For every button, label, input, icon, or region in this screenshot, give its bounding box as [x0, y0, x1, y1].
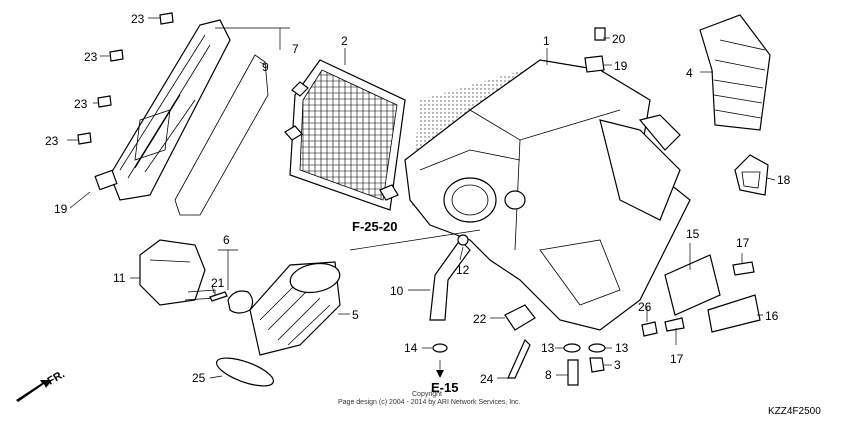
callout-9: 9	[262, 60, 269, 74]
air-cleaner-housing	[404, 59, 691, 331]
copyright-line2: Page design (c) 2004 - 2014 by ARI Netwo…	[338, 399, 521, 406]
element-pad	[664, 254, 721, 316]
cap-3	[589, 357, 605, 373]
copyright-line1: Copyright	[412, 391, 442, 398]
callout-15: 15	[686, 227, 700, 241]
air-filter-element	[284, 59, 406, 211]
callout-26: 26	[638, 300, 652, 314]
callout-17-bottom: 17	[670, 352, 684, 366]
front-arrow	[16, 380, 52, 402]
ref-f2520: F-25-20	[352, 219, 398, 234]
callout-8: 8	[545, 368, 552, 382]
cover-gasket	[174, 54, 269, 216]
plug-8	[567, 359, 579, 386]
pad-17-lower	[664, 317, 685, 332]
ref-e15: E-15	[431, 380, 458, 395]
band-25	[216, 357, 274, 387]
clip-13-right	[588, 343, 606, 353]
bracket	[734, 154, 769, 196]
leader-lines	[67, 17, 776, 379]
pad-16	[707, 294, 761, 333]
bolt-23a	[159, 12, 174, 25]
clamp-6	[227, 290, 254, 314]
diagram-code: KZZ4F2500	[768, 406, 821, 417]
callout-23a: 23	[131, 12, 145, 26]
front-label: FR.	[46, 368, 67, 387]
callout-21: 21	[211, 276, 225, 290]
cap-22	[504, 304, 536, 331]
e15-arrow	[436, 370, 444, 378]
nut-19-top	[584, 55, 605, 73]
callout-14: 14	[404, 341, 418, 355]
screw-21	[209, 291, 228, 302]
callout-6: 6	[223, 233, 230, 247]
callout-23d: 23	[45, 134, 59, 148]
callout-1: 1	[543, 34, 550, 48]
callout-16: 16	[765, 309, 779, 323]
callout-25: 25	[192, 371, 206, 385]
callout-23b: 23	[84, 50, 98, 64]
drain-hose	[429, 239, 471, 321]
connecting-tube	[699, 14, 771, 131]
callout-3: 3	[614, 358, 621, 372]
pad-17-upper	[732, 261, 755, 276]
bolt-23d	[77, 132, 92, 145]
callout-11: 11	[113, 271, 126, 285]
callout-19-top: 19	[614, 59, 628, 73]
resonator	[139, 239, 216, 306]
callout-7: 7	[292, 42, 299, 56]
callout-17-top: 17	[736, 236, 750, 250]
callout-13-right: 13	[615, 341, 629, 355]
callout-2: 2	[341, 34, 348, 48]
callout-22: 22	[473, 312, 487, 326]
bolt-26	[641, 321, 658, 337]
callout-12: 12	[456, 263, 470, 277]
bolt-23b	[109, 49, 124, 62]
air-cleaner-cover	[94, 19, 231, 201]
intake-duct	[249, 261, 341, 356]
callout-23c: 23	[74, 97, 88, 111]
callout-18: 18	[777, 173, 791, 187]
clip-12	[457, 234, 469, 246]
bolt-23c	[97, 95, 112, 108]
callout-4: 4	[686, 66, 693, 80]
callout-5: 5	[352, 308, 359, 322]
callout-24: 24	[480, 372, 494, 386]
callout-10: 10	[390, 284, 404, 298]
tube-24	[507, 338, 531, 379]
callout-20: 20	[612, 32, 626, 46]
clip-14	[432, 343, 448, 353]
clip-13-left	[563, 343, 581, 353]
callout-13-left: 13	[541, 341, 555, 355]
callout-19-left: 19	[54, 202, 68, 216]
bolt-20	[594, 27, 606, 41]
